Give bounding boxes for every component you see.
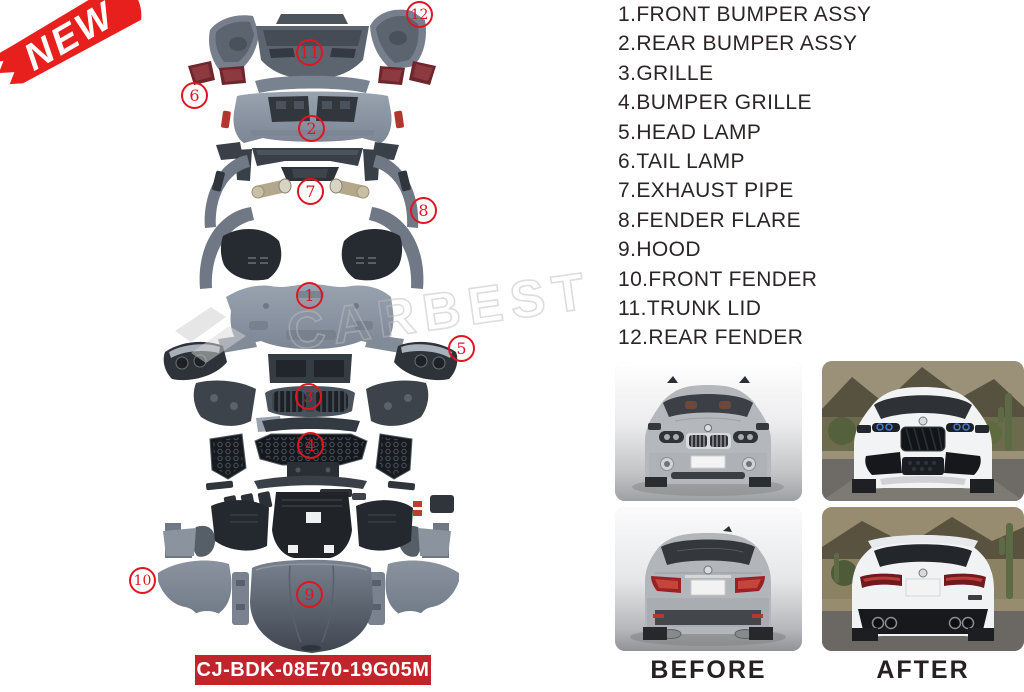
parts-list-item: 2.REAR BUMPER ASSY	[618, 32, 858, 56]
new-badge-text: NEW	[17, 0, 123, 79]
callout-5: 5	[448, 335, 475, 362]
radiator-support-part	[268, 354, 352, 383]
callout-2: 2	[298, 115, 325, 142]
new-badge: NEW	[0, 0, 142, 85]
wheel-liner-parts	[220, 228, 403, 281]
parts-list-item: 5.HEAD LAMP	[618, 120, 762, 144]
before-front-photo	[615, 361, 802, 501]
callout-4: 4	[297, 432, 324, 459]
tail-lamp-parts	[188, 61, 436, 85]
part-code-label: CJ-BDK-08E70-19G05M	[195, 655, 431, 685]
after-rear-photo	[822, 507, 1024, 651]
callout-10: 10	[129, 567, 156, 594]
front-fender-parts	[158, 560, 459, 667]
side-grille-parts	[209, 433, 413, 480]
exhaust-pipe-parts	[251, 178, 370, 199]
parts-diagram: CARBEST NEW	[0, 0, 597, 667]
parts-list: 1.FRONT BUMPER ASSY 2.REAR BUMPER ASSY 3…	[618, 0, 871, 353]
fender-flare-parts	[199, 155, 424, 289]
rear-skid-plate-part	[235, 148, 380, 181]
before-rear-photo	[615, 507, 802, 651]
corner-bracket-parts	[193, 380, 429, 426]
underbody-panel-parts	[163, 492, 451, 558]
callout-1: 1	[296, 282, 323, 309]
parts-list-item: 3.GRILLE	[618, 61, 714, 85]
parts-list-item: 12.REAR FENDER	[618, 326, 804, 350]
rear-fender-left-part	[209, 15, 259, 71]
plate-base-part	[205, 462, 416, 491]
callout-11: 11	[296, 39, 323, 66]
before-label: BEFORE	[650, 656, 767, 684]
parts-list-item: 1.FRONT BUMPER ASSY	[618, 3, 872, 26]
mid-trim-part	[256, 416, 360, 432]
parts-list-item: 11.TRUNK LID	[618, 297, 762, 321]
parts-list-item: 9.HOOD	[618, 238, 701, 262]
parts-list-item: 6.TAIL LAMP	[618, 150, 745, 174]
parts-list-item: 8.FENDER FLARE	[618, 208, 801, 232]
callout-3: 3	[295, 383, 322, 410]
callout-6: 6	[181, 82, 208, 109]
parts-list-item: 7.EXHAUST PIPE	[618, 179, 794, 203]
callout-9: 9	[296, 581, 323, 608]
callout-8: 8	[410, 197, 437, 224]
trunk-garnish-part	[255, 75, 370, 93]
parts-list-item: 4.BUMPER GRILLE	[618, 91, 812, 115]
callout-7: 7	[297, 178, 324, 205]
after-front-photo	[822, 361, 1024, 501]
parts-list-item: 10.FRONT FENDER	[618, 267, 818, 291]
callout-12: 12	[406, 1, 433, 28]
after-label: AFTER	[876, 656, 970, 684]
